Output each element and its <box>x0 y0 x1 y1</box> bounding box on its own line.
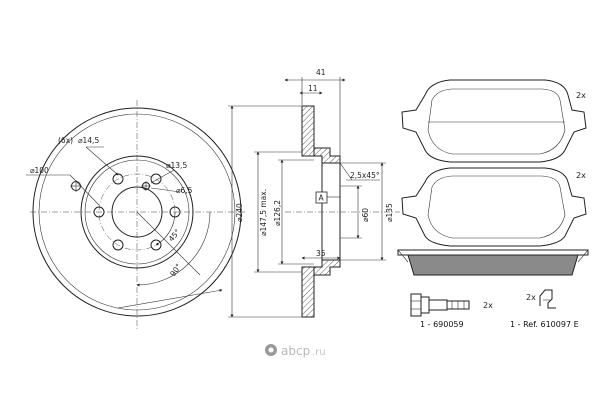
hole-leader <box>85 146 119 176</box>
pad-side-backplate <box>397 249 589 256</box>
vent-holes <box>93 173 181 251</box>
watermark: abcp .ru <box>265 344 326 358</box>
hat-wall-lower <box>313 259 341 276</box>
pad-side-view <box>397 249 589 276</box>
brake-pad-bottom <box>401 167 587 247</box>
dim-147-label: ⌀147,5 max. <box>259 189 268 236</box>
disc-hat-edge <box>80 155 194 269</box>
holes-label: (6x) <box>58 136 73 145</box>
dim-60-label: ⌀60 <box>361 208 370 222</box>
pad-top-backplate <box>401 79 587 163</box>
friction-ring-lower <box>301 266 315 318</box>
clip-drawing <box>539 289 556 309</box>
dim-41-label: 41 <box>316 68 326 77</box>
disc-front-view: (6x) ⌀14,5 ⌀100 ⌀13,5 ⌀6,5 45° 90° <box>26 100 245 330</box>
small-hole <box>141 181 151 191</box>
pad-bottom-backplate <box>401 167 587 247</box>
bolt-ref: 1 - 690059 <box>420 320 464 329</box>
disc-hat-inner <box>84 159 190 265</box>
dim-35-label: 35 <box>316 249 326 258</box>
pcd-leader <box>69 174 100 206</box>
pad-side-chamfer-left <box>397 249 409 263</box>
chamfer-leader <box>339 162 353 181</box>
pad-top-qty: 2x <box>576 91 586 100</box>
watermark-domain: .ru <box>312 347 326 358</box>
dim-135-label: ⌀135 <box>385 203 394 222</box>
pad-top-friction <box>427 88 566 155</box>
hat-wall-upper <box>313 147 341 164</box>
datum-label: A <box>319 194 325 203</box>
bolt-hole-label: ⌀13,5 <box>166 161 187 170</box>
watermark-brand: abcp <box>281 344 310 358</box>
small-hole-leader <box>150 187 181 193</box>
pad-bottom-friction <box>427 175 566 239</box>
friction-ring-upper <box>301 105 315 157</box>
brake-pad-top <box>401 79 587 163</box>
disc-outer-ring <box>38 113 236 311</box>
disc-section-view: 41 11 ⌀240 ⌀147,5 max. ⌀126,2 ⌀60 ⌀ <box>228 68 400 318</box>
bolt-drawing <box>410 293 470 317</box>
hole-dia-label: ⌀14,5 <box>78 136 99 145</box>
chamfer-label: 2,5x45° <box>350 171 380 180</box>
brake-pads: 2x 2x <box>397 79 589 276</box>
accessories: 2x 1 - 690059 2x 1 - Ref. 610097 E <box>410 289 579 329</box>
bolt-hole <box>70 180 82 192</box>
pad-side-friction <box>407 254 579 276</box>
pad-side-chamfer-right <box>577 249 589 263</box>
dim-240-label: ⌀240 <box>235 203 244 222</box>
dim-126-label: ⌀126,2 <box>273 200 282 226</box>
clip-qty: 2x <box>526 293 536 302</box>
pad-bottom-qty: 2x <box>576 171 586 180</box>
center-bore <box>111 186 163 238</box>
angle-ray <box>136 211 201 276</box>
pcd-label: ⌀100 <box>30 166 49 175</box>
clip-ref: 1 - Ref. 610097 E <box>510 320 579 329</box>
bolt-flange <box>420 296 430 314</box>
disc-outer-edge <box>32 107 242 317</box>
small-hole-label: ⌀6,5 <box>176 186 193 195</box>
outer-dim-arrow <box>117 288 223 309</box>
bolt-head <box>410 293 422 317</box>
bolt-leader <box>150 169 175 184</box>
datum-box <box>315 191 328 204</box>
angle-90-label: 90° <box>168 262 183 278</box>
angle-45-arc <box>155 211 176 246</box>
bolt-qty: 2x <box>483 301 493 310</box>
bolt-shank <box>428 299 448 311</box>
dim-11-label: 11 <box>308 84 318 93</box>
clip-shape <box>539 289 556 309</box>
